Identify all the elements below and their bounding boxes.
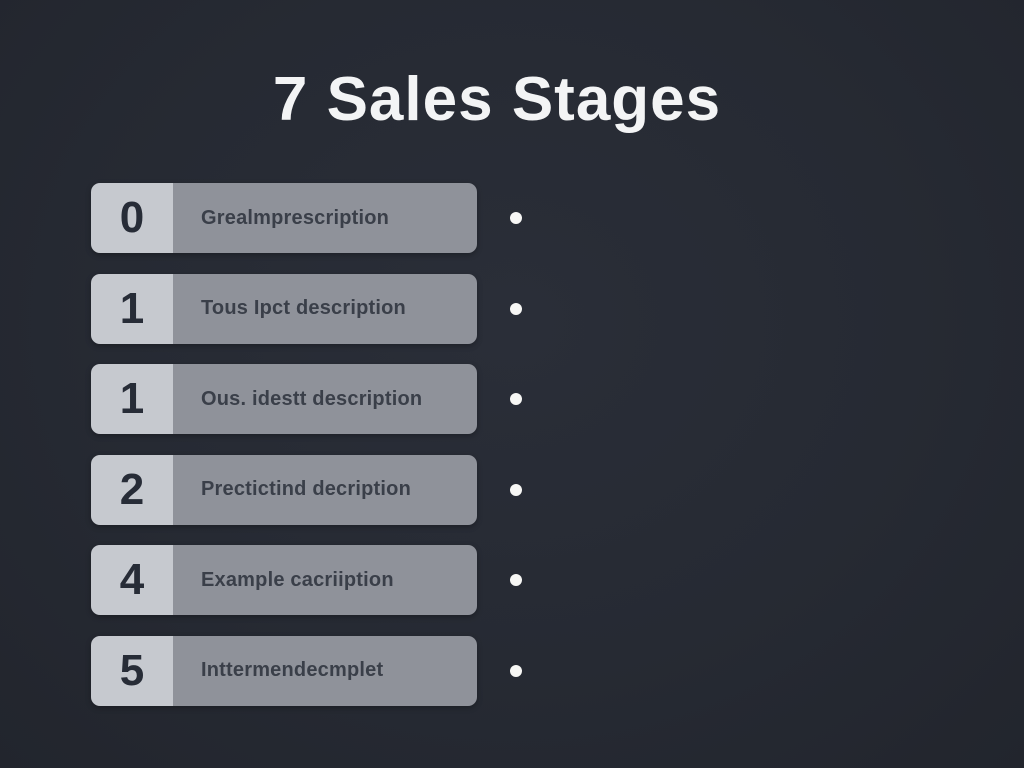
stage-row: 1 Ous. idestt description xyxy=(91,364,522,434)
stage-description-cell: Ous. idestt description xyxy=(173,364,477,434)
bullet-dot xyxy=(510,302,522,315)
stage-number-badge: 2 xyxy=(91,454,173,525)
bullet-dot xyxy=(510,212,522,224)
stage-number: 1 xyxy=(119,283,145,333)
bullet-dot xyxy=(510,483,522,496)
stage-number: 1 xyxy=(119,374,145,423)
stage-number-badge: 5 xyxy=(91,635,173,706)
stage-description: Inttermendecmplet xyxy=(201,659,384,681)
stage-description-cell: Inttermendecmplet xyxy=(173,635,477,706)
stage-number: 5 xyxy=(119,645,145,695)
bullet-dot xyxy=(510,574,522,586)
stage-number-badge: 0 xyxy=(91,183,173,253)
stage-number: 0 xyxy=(119,193,145,242)
bullet-dot xyxy=(510,664,522,677)
stage-row: 0 Grealmprescription xyxy=(91,183,522,253)
stage-row: 4 Example cacriiption xyxy=(91,545,522,615)
stage-description-cell: Grealmprescription xyxy=(173,183,477,253)
stage-description: Tous Ipct description xyxy=(201,297,406,319)
stage-description-cell: Tous Ipct description xyxy=(173,273,477,344)
stage-description: Prectictind decription xyxy=(201,478,411,500)
page-title: 7 Sales Stages xyxy=(272,65,722,134)
bullet-dot xyxy=(510,393,522,405)
stage-description-cell: Prectictind decription xyxy=(173,454,477,525)
stage-number: 4 xyxy=(119,555,145,604)
stage-row: 2 Prectictind decription xyxy=(91,454,522,525)
stage-description: Grealmprescription xyxy=(201,206,390,229)
stage-description-cell: Example cacriiption xyxy=(173,545,477,615)
stage-number-badge: 1 xyxy=(91,364,173,434)
stage-row: 5 Inttermendecmplet xyxy=(91,635,522,706)
stage-row: 1 Tous Ipct description xyxy=(91,273,522,344)
stage-number: 2 xyxy=(119,464,145,514)
stage-description: Example cacriiption xyxy=(201,568,394,591)
stage-number-badge: 4 xyxy=(91,545,173,615)
stage-description: Ous. idestt description xyxy=(201,387,423,410)
stage-list: 0 Grealmprescription 1 Tous Ipct descrip… xyxy=(91,183,522,706)
stage-number-badge: 1 xyxy=(91,273,173,344)
